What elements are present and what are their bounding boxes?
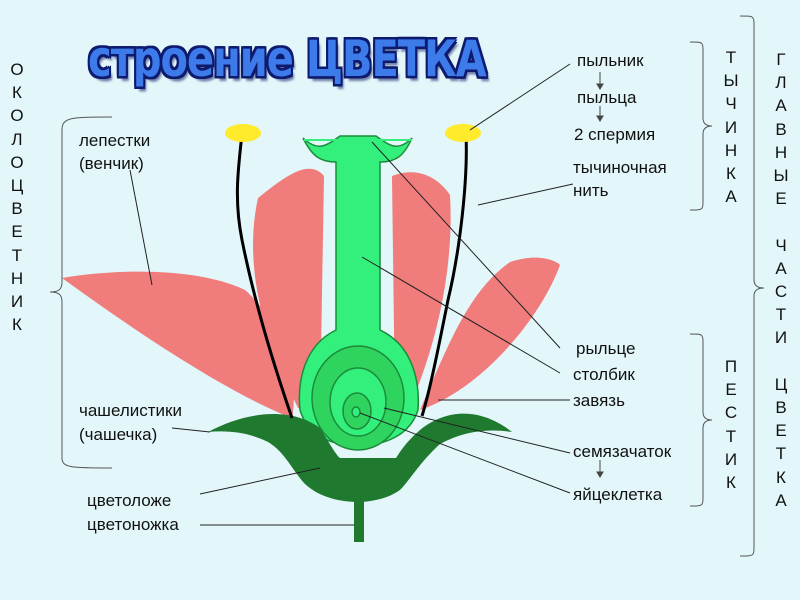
- label-style: столбик: [573, 365, 635, 384]
- label-ovule: семязачаток: [573, 442, 672, 461]
- brackets: [49, 15, 765, 557]
- vertical-letter: Ы: [773, 166, 789, 186]
- label-ovary: завязь: [573, 391, 625, 410]
- label-stigma: рыльце: [576, 339, 636, 358]
- egg-cell: [351, 406, 361, 418]
- petal-right: [420, 257, 560, 410]
- label-sperm: 2 спермия: [574, 125, 656, 144]
- vertical-letter: Ц: [774, 374, 788, 394]
- vertical-letter: И: [724, 117, 738, 137]
- vertical-letter: А: [775, 490, 787, 510]
- vertical-letter: К: [726, 473, 736, 493]
- vertical-letter: Ц: [10, 176, 24, 196]
- vertical-letter: А: [775, 96, 787, 116]
- vertical-letter: П: [724, 357, 738, 376]
- vertical-letter: С: [774, 282, 788, 302]
- label-anther: пыльник: [577, 51, 644, 70]
- vertical-letter: Т: [775, 305, 787, 325]
- vertical-letter: Е: [725, 380, 737, 400]
- vertical-letter: О: [10, 60, 24, 79]
- vertical-letter: К: [726, 164, 736, 184]
- petal-left: [62, 271, 294, 418]
- vertical-letter: [769, 350, 793, 373]
- vertical-letter: В: [11, 199, 23, 219]
- label-pedicel: цветоножка: [87, 515, 179, 534]
- vertical-letter: В: [775, 398, 787, 418]
- vertical-letter: С: [724, 403, 738, 423]
- vertical-letter: Ч: [775, 235, 787, 255]
- label-filament-2: нить: [573, 181, 609, 200]
- vertical-letter: И: [10, 292, 24, 312]
- vertical-letter: Н: [724, 140, 738, 160]
- vertical-letter: К: [12, 83, 22, 103]
- vertical-letter: Ч: [725, 94, 737, 114]
- vertical-letter: Т: [11, 245, 23, 265]
- vertical-letter: Т: [725, 48, 737, 67]
- petal-center-right: [392, 172, 451, 410]
- vertical-letter: В: [775, 119, 787, 139]
- vertical-letter: Н: [774, 142, 788, 162]
- label-sepals-1: чашелистики: [79, 401, 182, 420]
- label-sepals-2: (чашечка): [79, 425, 158, 444]
- label-filament-1: тычиночная: [573, 158, 667, 177]
- anther-left: [225, 124, 261, 142]
- sepals: [208, 413, 512, 502]
- vertical-letter: А: [775, 258, 787, 278]
- filament-right: [420, 133, 468, 417]
- vertical-letter: Л: [11, 129, 23, 149]
- vertical-letter: Е: [775, 189, 787, 209]
- vertical-letter: Е: [11, 222, 23, 242]
- petal-center-left: [253, 168, 324, 410]
- vertical-letter: К: [776, 467, 786, 487]
- vertical-letter: А: [725, 187, 737, 207]
- label-petals-2: (венчик): [79, 154, 144, 173]
- vertical-letter: [769, 210, 793, 233]
- diagram-title: строение ЦВЕТКА: [88, 31, 487, 89]
- vertical-letter: Т: [725, 426, 737, 446]
- vertical-letter: Е: [775, 421, 787, 441]
- vertical-letter: Ы: [723, 71, 739, 91]
- label-receptacle: цветоложе: [87, 491, 172, 510]
- label-egg-cell: яйцеклетка: [573, 485, 663, 504]
- vertical-letter: И: [774, 328, 788, 348]
- vertical-letter: Т: [775, 444, 787, 464]
- label-petals-1: лепестки: [79, 131, 151, 150]
- filament-left: [235, 133, 294, 419]
- vertical-letter: К: [12, 315, 22, 335]
- vertical-letter: И: [724, 449, 738, 469]
- vertical-letter: Л: [775, 73, 787, 93]
- vertical-letter: Н: [10, 268, 24, 288]
- pedicel-stem: [354, 490, 364, 542]
- leader-lines: [129, 63, 574, 526]
- vertical-letter: О: [10, 152, 24, 172]
- vertical-letter: О: [10, 106, 24, 126]
- vertical-letter: Г: [776, 50, 786, 69]
- label-pollen: пыльца: [577, 88, 637, 107]
- stamen-arrows: [596, 72, 604, 478]
